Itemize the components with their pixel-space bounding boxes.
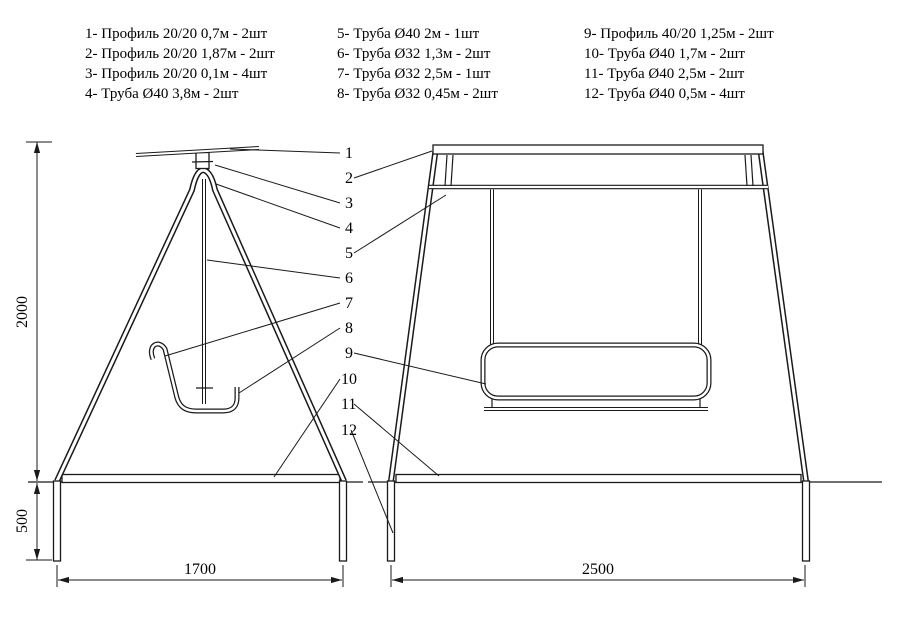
- swing-seat-side: [149, 341, 240, 414]
- leader-line-8: [238, 327, 341, 394]
- leader-line-5: [353, 194, 447, 254]
- part-item: 12- Труба Ø40 0,5м - 4шт: [584, 86, 745, 102]
- beam-connector: [444, 154, 448, 187]
- beam-connector: [744, 154, 748, 187]
- leader-line-6: [206, 259, 341, 279]
- part-item: 1- Профиль 20/20 0,7м - 2шт: [85, 26, 268, 42]
- side-bottom-tube: [61, 473, 341, 484]
- leader-line-7: [164, 302, 341, 357]
- dimension-label-side-width: 1700: [184, 561, 216, 578]
- dimension-height-2000: 2000: [14, 141, 52, 481]
- top-beam: [432, 144, 764, 155]
- callout-12: 12: [341, 422, 357, 439]
- a-frame-legs: [54, 166, 347, 483]
- leader-line-9: [353, 352, 487, 385]
- arrowhead: [58, 576, 69, 584]
- callout-8: 8: [345, 320, 353, 337]
- dimension-underground-500: 500: [14, 483, 52, 561]
- leader-line-4: [215, 183, 341, 229]
- arrowhead: [33, 142, 41, 153]
- dimension-front-width-2500: 2500: [390, 561, 806, 587]
- part-item: 3- Профиль 20/20 0,1м - 4шт: [85, 66, 268, 82]
- part-item: 8- Труба Ø32 0,45м - 2шт: [337, 86, 498, 102]
- callout-10: 10: [341, 371, 357, 388]
- leader-line-1: [229, 148, 341, 154]
- part-item: 9- Профиль 40/20 1,25м - 2шт: [584, 26, 774, 42]
- leader-line-11: [353, 403, 440, 477]
- callout-2: 2: [345, 170, 353, 187]
- part-item: 10- Труба Ø40 1,7м - 2шт: [584, 46, 745, 62]
- dimension-side-width-1700: 1700: [56, 561, 344, 587]
- dimension-label-underground: 500: [14, 509, 31, 533]
- leader-line-10: [273, 378, 341, 478]
- callout-6: 6: [345, 270, 353, 287]
- callout-7: 7: [345, 295, 353, 312]
- arrowhead: [33, 470, 41, 481]
- callout-4: 4: [345, 220, 353, 237]
- parts-list-column-1: 1- Профиль 20/20 0,7м - 2шт 2- Профиль 2…: [85, 24, 275, 104]
- callout-labels: 1 2 3 4 5 6 7 8 9 10 11 12: [341, 145, 357, 439]
- front-underground-post-left: [386, 480, 396, 562]
- side-underground-post-left: [52, 480, 62, 562]
- part-item: 11- Труба Ø40 2,5м - 2шт: [584, 66, 745, 82]
- swing-seat-frame: [480, 342, 712, 401]
- part-item: 5- Труба Ø40 2м - 1шт: [337, 26, 480, 42]
- arrowhead: [33, 549, 41, 560]
- apex-pivot-block: [195, 151, 210, 170]
- side-underground-post-right: [338, 480, 348, 562]
- callout-3: 3: [345, 195, 353, 212]
- dimension-label-height: 2000: [14, 296, 31, 328]
- parts-list-column-2: 5- Труба Ø40 2м - 1шт 6- Труба Ø32 1,3м …: [337, 24, 498, 104]
- part-item: 2- Профиль 20/20 1,87м - 2шт: [85, 46, 275, 62]
- callout-5: 5: [345, 245, 353, 262]
- part-item: 7- Труба Ø32 2,5м - 1шт: [337, 66, 491, 82]
- side-view-drawing: [52, 146, 348, 562]
- arrowhead: [33, 483, 41, 494]
- leader-line-2: [353, 150, 433, 179]
- leader-line-12: [350, 429, 394, 534]
- dimension-label-front-width: 2500: [582, 561, 614, 578]
- arrowhead: [793, 576, 804, 584]
- callout-11: 11: [341, 396, 356, 413]
- arrowhead: [392, 576, 403, 584]
- front-view-drawing: [386, 144, 811, 562]
- callout-9: 9: [345, 345, 353, 362]
- leader-line-3: [214, 164, 341, 204]
- part-item: 4- Труба Ø40 3,8м - 2шт: [85, 86, 239, 102]
- callout-1: 1: [345, 145, 353, 162]
- arrowhead: [331, 576, 342, 584]
- front-bottom-tube: [395, 473, 802, 484]
- front-underground-post-right: [801, 480, 811, 562]
- part-item: 6- Труба Ø32 1,3м - 2шт: [337, 46, 491, 62]
- leader-lines: [164, 148, 487, 534]
- parts-list-column-3: 9- Профиль 40/20 1,25м - 2шт 10- Труба Ø…: [584, 24, 774, 104]
